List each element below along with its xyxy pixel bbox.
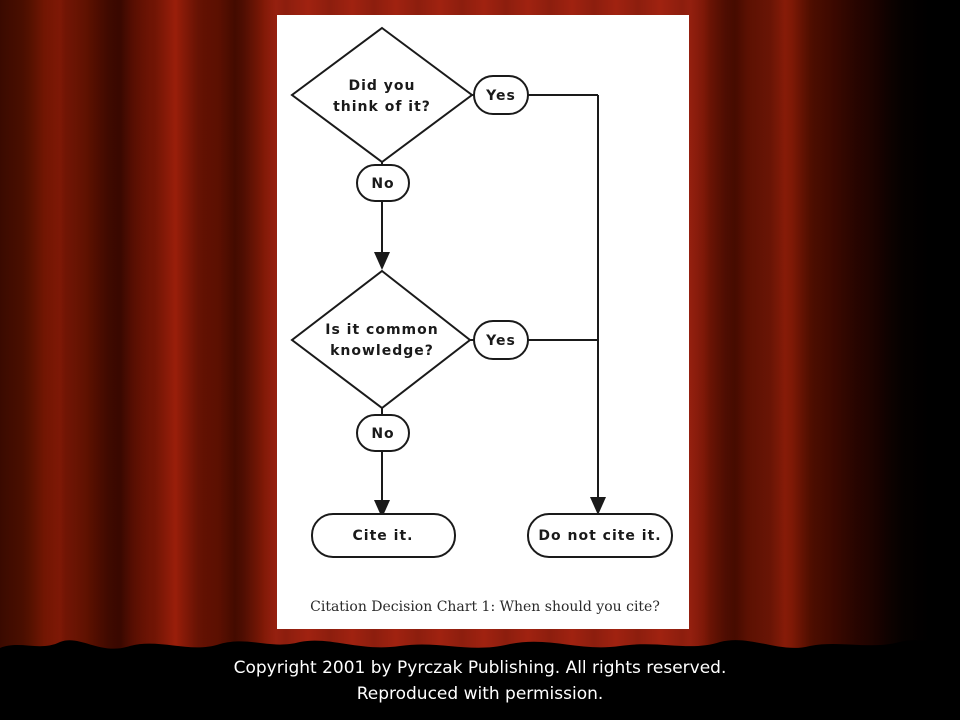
answer-yes-thought-of-it [473, 75, 529, 115]
outcome-do-not-cite [527, 513, 673, 558]
copyright-line: Copyright 2001 by Pyrczak Publishing. Al… [233, 658, 727, 678]
flowchart-caption: Citation Decision Chart 1: When should y… [310, 599, 660, 615]
flowchart-panel: Did you think of it? Yes No Is it common… [277, 15, 689, 629]
answer-yes-thought-of-it-label: Yes [485, 88, 516, 104]
decision-common-knowledge-line1: Is it common [325, 322, 438, 338]
outcome-cite-it-label: Cite it. [353, 528, 414, 544]
decision-thought-of-it-line2: think of it? [333, 99, 431, 115]
answer-no-thought-of-it [356, 164, 410, 202]
curtain-valance [0, 640, 960, 720]
outcome-cite-it [311, 513, 456, 558]
decision-thought-of-it-line1: Did you [348, 78, 415, 94]
permission-line: Reproduced with permission. [356, 684, 604, 704]
citation-flowchart: Did you think of it? Yes No Is it common… [290, 26, 673, 615]
answer-no-thought-of-it-label: No [371, 176, 394, 192]
decision-thought-of-it [290, 26, 474, 164]
answer-no-common-knowledge-label: No [371, 426, 394, 442]
copyright-notice: Copyright 2001 by Pyrczak Publishing. Al… [0, 655, 960, 707]
answer-no-common-knowledge [356, 414, 410, 452]
answer-yes-common-knowledge [473, 320, 529, 360]
decision-common-knowledge-line2: knowledge? [330, 343, 434, 359]
outcome-do-not-cite-label: Do not cite it. [538, 528, 661, 544]
decision-common-knowledge [290, 269, 472, 410]
answer-yes-common-knowledge-label: Yes [485, 333, 516, 349]
